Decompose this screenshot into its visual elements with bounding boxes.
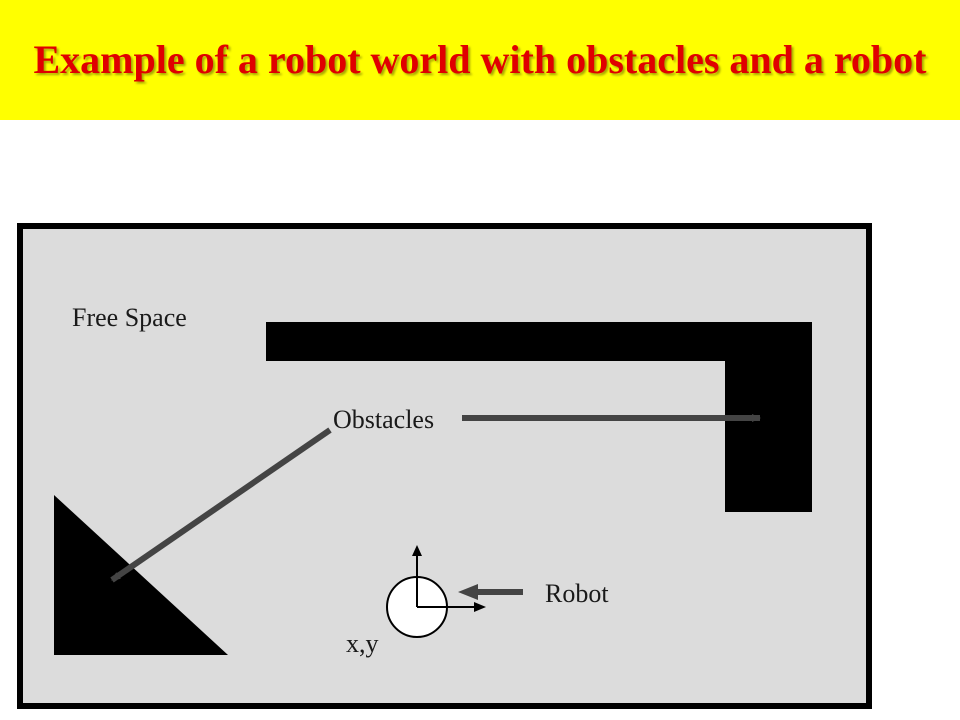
obstacle-arrow-left xyxy=(110,427,332,583)
robot-position-label: x,y xyxy=(346,629,379,658)
slide-title: Example of a robot world with obstacles … xyxy=(33,37,927,82)
free-space-label: Free Space xyxy=(72,303,187,332)
triangle-obstacle xyxy=(54,495,228,655)
l-shaped-obstacle xyxy=(266,322,812,512)
robot-pointer-arrow xyxy=(458,584,523,600)
robot-label: Robot xyxy=(545,579,609,608)
title-bar: Example of a robot world with obstacles … xyxy=(0,0,960,120)
obstacles-label: Obstacles xyxy=(333,405,434,434)
robot-axes xyxy=(412,545,486,612)
